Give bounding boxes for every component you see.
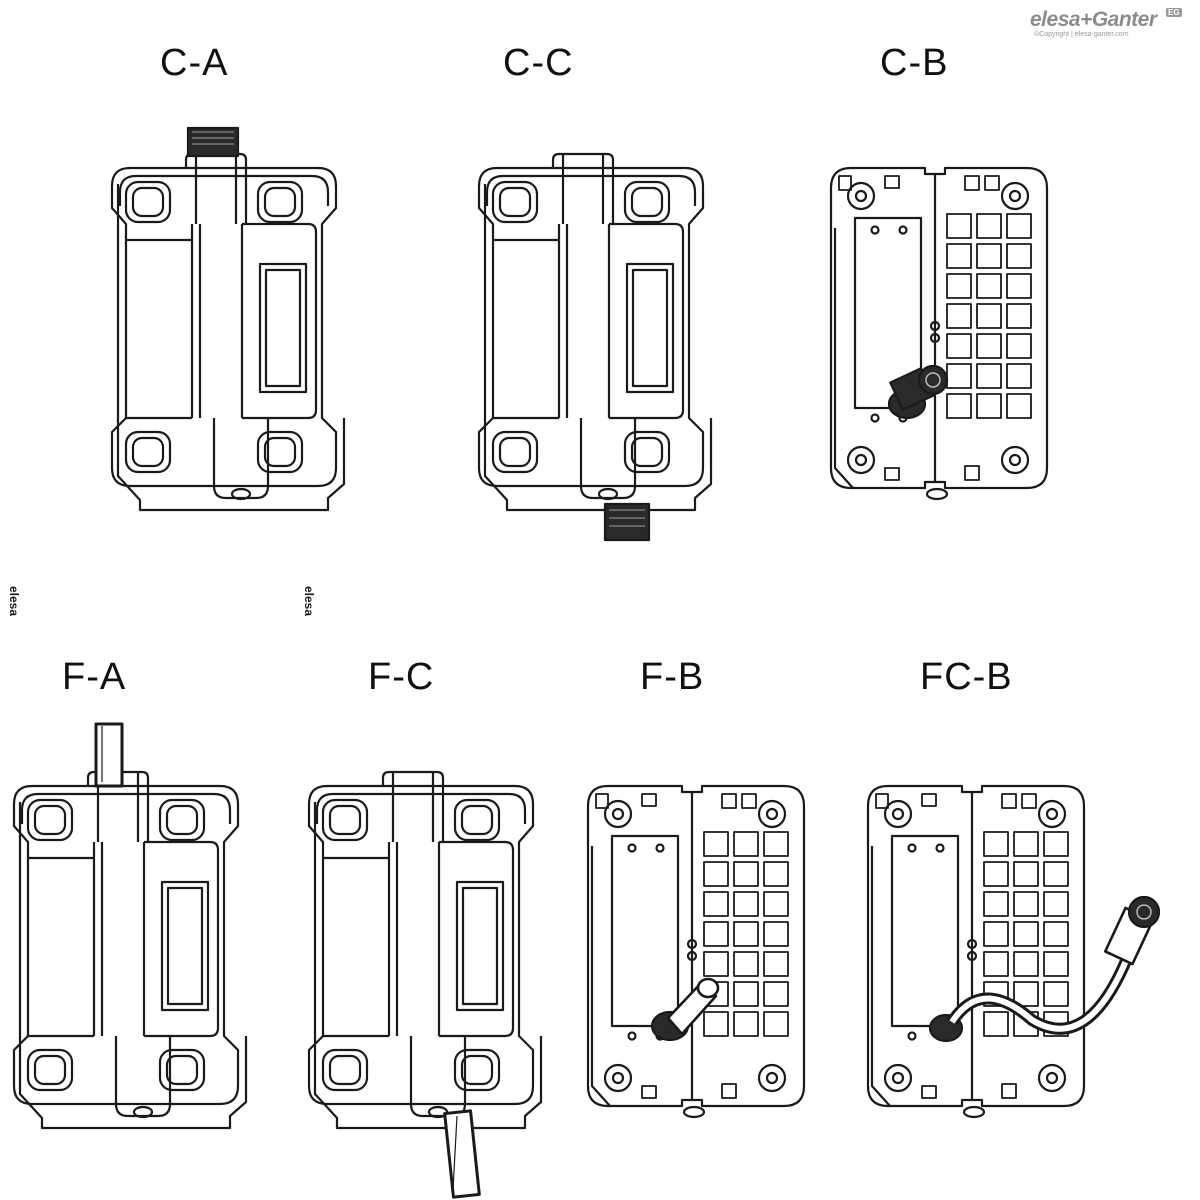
- variant-label-c-a: C-A: [160, 42, 229, 84]
- variant-label-c-b: C-B: [880, 42, 949, 84]
- hinge-c-c: [470, 0, 713, 542]
- brand-copyright: ©Copyright | elesa-ganter.com: [1034, 31, 1129, 38]
- variant-label-c-c: C-C: [503, 42, 574, 84]
- variant-label-fc-b: FC-B: [920, 656, 1013, 698]
- hinge-f-a: [5, 584, 248, 1130]
- variant-label-f-b: F-B: [640, 656, 705, 698]
- hinge-c-a: [103, 0, 346, 512]
- variant-label-f-a: F-A: [62, 656, 127, 698]
- hinge-f-b: [586, 784, 806, 1119]
- hinge-f-c: [300, 584, 543, 1199]
- brand-logo: elesa+Ganter EG ©Copyright | elesa-gante…: [1030, 8, 1195, 40]
- brand-badge: EG: [1166, 8, 1182, 17]
- hinge-fc-b: [866, 784, 1161, 1119]
- variant-label-f-c: F-C: [368, 656, 435, 698]
- hinge-c-b: [829, 166, 1049, 501]
- brand-name: elesa+Ganter: [1030, 8, 1157, 31]
